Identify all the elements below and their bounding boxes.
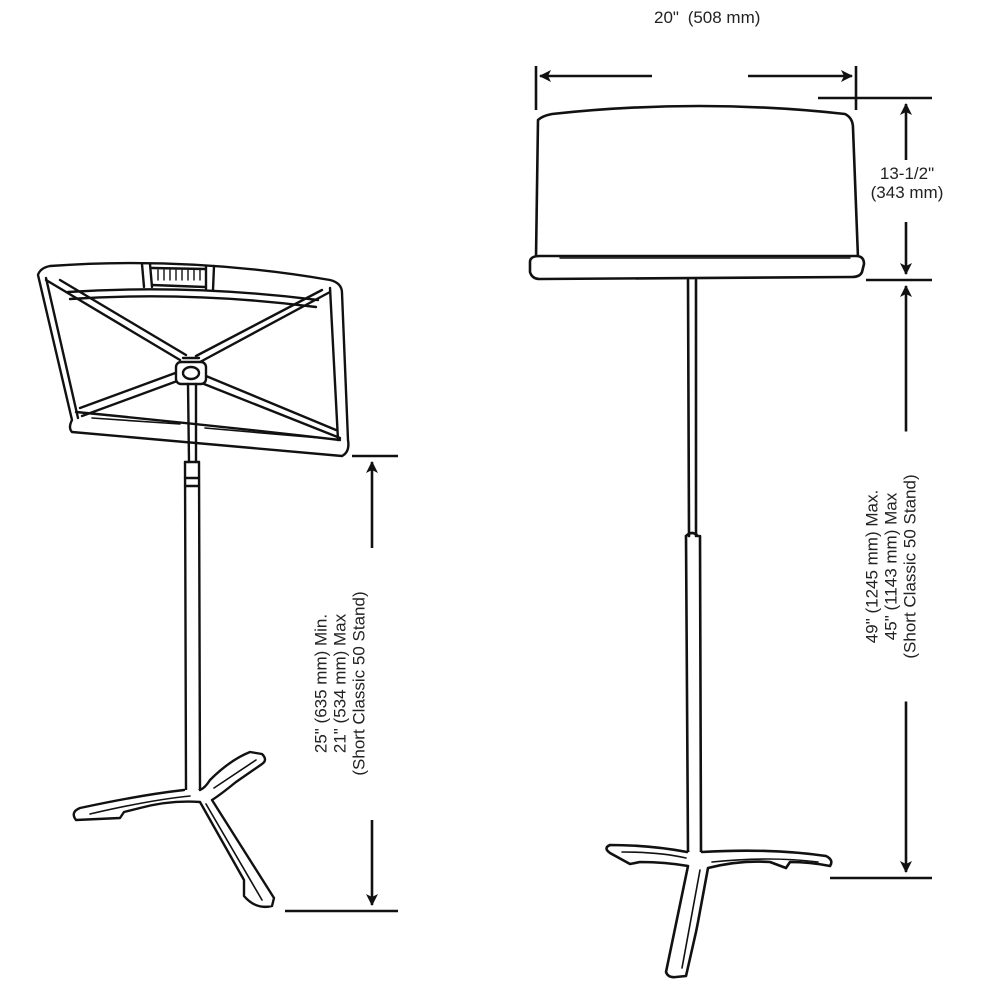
left-height-line1: 25" (635 mm) Min.: [311, 613, 331, 754]
width-dimension-label: 20" (508 mm): [652, 8, 763, 27]
right-stand: [528, 104, 866, 979]
desk-height-dimension-label: 13-1/2" (343 mm): [858, 164, 956, 202]
right-height-dimension: [830, 285, 932, 880]
left-height-dimension-label: 25" (635 mm) Min. 21" (534 mm) Max (Shor…: [311, 568, 369, 799]
right-height-line1: 49" (1245 mm) Max.: [862, 489, 882, 644]
right-height-line2: 45" (1143 mm) Max: [881, 492, 901, 641]
right-height-dimension-label: 49" (1245 mm) Max. 45" (1143 mm) Max (Sh…: [862, 431, 920, 702]
left-height-line2: 21" (534 mm) Max: [330, 613, 350, 754]
right-width-dimension: [534, 66, 858, 110]
left-stand-base: [72, 750, 276, 909]
right-stand-desk: [528, 104, 866, 281]
width-inches: 20": [652, 8, 681, 27]
right-height-line3: (Short Classic 50 Stand): [900, 474, 920, 659]
left-height-line3: (Short Classic 50 Stand): [349, 591, 369, 776]
desk-height-mm: (343 mm): [870, 183, 944, 202]
width-mm: (508 mm): [685, 8, 763, 27]
left-stand: [36, 261, 350, 909]
right-stand-pole: [684, 278, 703, 854]
right-desk-height-dimension: [818, 96, 932, 282]
right-stand-base: [605, 843, 833, 979]
desk-height-inches: 13-1/2": [879, 164, 935, 183]
left-stand-pole: [183, 382, 202, 792]
left-stand-desk: [36, 261, 350, 458]
left-height-dimension: [285, 454, 398, 913]
